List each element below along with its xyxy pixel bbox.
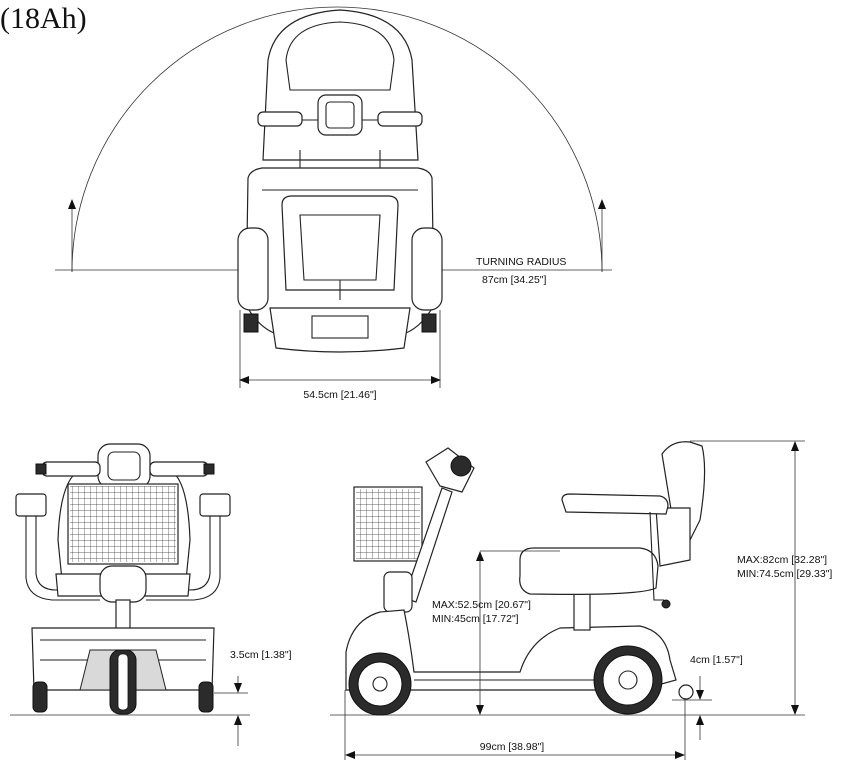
overall-height-max: MAX:82cm [32.28"]: [737, 554, 827, 566]
turning-radius-label: TURNING RADIUS: [476, 256, 566, 268]
front-view: 3.5cm [1.38"]: [10, 443, 292, 746]
scooter-front-outline: [15, 443, 231, 715]
anti-tip-clearance-label: 4cm [1.57"]: [690, 654, 743, 666]
seat-height-max: MAX:52.5cm [20.67"]: [432, 599, 531, 611]
title-fragment: (18Ah): [0, 2, 87, 35]
width-label: 54.5cm [21.46"]: [303, 389, 376, 401]
side-view: MAX:52.5cm [20.67"] MIN:45cm [17.72"] MA…: [330, 440, 832, 760]
scooter-side-outline: [345, 441, 706, 716]
turning-radius-value: 87cm [34.25"]: [482, 274, 547, 286]
top-view: 54.5cm [21.46"] TURNING RADIUS 87cm [34.…: [55, 6, 612, 401]
length-label: 99cm [38.98"]: [480, 741, 545, 753]
overall-height-min: MIN:74.5cm [29.33"]: [737, 568, 832, 580]
seat-height-min: MIN:45cm [17.72"]: [432, 613, 519, 625]
front-clearance-label: 3.5cm [1.38"]: [230, 649, 292, 661]
turning-radius-arc: [71, 6, 603, 273]
scooter-top-outline: [237, 9, 443, 353]
